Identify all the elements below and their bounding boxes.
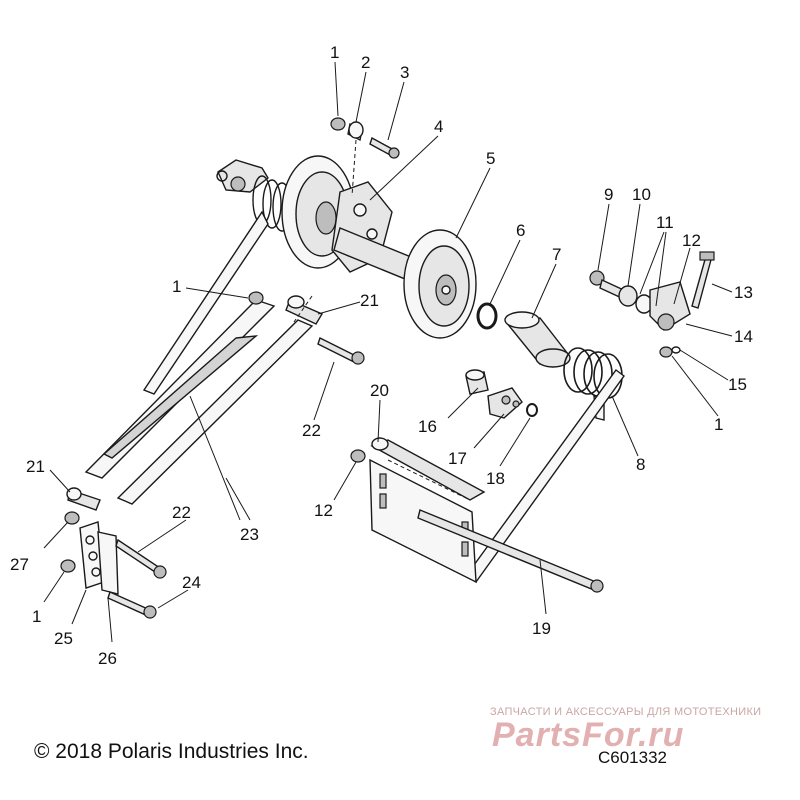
watermark-logo: PartsFor.ru: [492, 716, 685, 754]
callout-2: 2: [361, 53, 370, 72]
axle-wheel-assembly: [216, 155, 477, 339]
callout-7: 7: [552, 245, 561, 264]
callout-14: 14: [734, 327, 753, 346]
watermark-tagline: ЗАПЧАСТИ И АКСЕССУАРЫ ДЛЯ МОТОТЕХНИКИ: [490, 706, 762, 718]
callout-20: 20: [370, 381, 389, 400]
copyright-text: © 2018 Polaris Industries Inc.: [34, 740, 309, 763]
slide-rails: [66, 291, 365, 511]
callout-21b: 21: [26, 457, 45, 476]
center-small-parts: [465, 369, 538, 419]
callout-4: 4: [434, 117, 443, 136]
callout-22b: 22: [172, 503, 191, 522]
callout-18: 18: [486, 469, 505, 488]
left-torsion-arm: [142, 210, 269, 395]
callout-24: 24: [182, 573, 201, 592]
callout-1a: 1: [330, 43, 339, 62]
callout-19: 19: [532, 619, 551, 638]
callout-25: 25: [54, 629, 73, 648]
long-bolt: [417, 509, 604, 593]
center-frame-plate: [350, 437, 486, 584]
callout-6: 6: [516, 221, 525, 240]
callout-12b: 12: [314, 501, 333, 520]
spacer-tube: [504, 311, 571, 368]
callout-labels: 1 2 3 4 5 6 7 9 10 11 12 13 14 15 1 1 21…: [10, 43, 753, 668]
callout-10: 10: [632, 185, 651, 204]
callout-3: 3: [400, 63, 409, 82]
callout-22a: 22: [302, 421, 321, 440]
callout-1b: 1: [714, 415, 723, 434]
diagram-code: C601332: [598, 748, 668, 767]
callout-5: 5: [486, 149, 495, 168]
callout-9: 9: [604, 185, 613, 204]
callout-23: 23: [240, 525, 259, 544]
callout-27: 27: [10, 555, 29, 574]
callout-11: 11: [656, 213, 674, 232]
o-ring: [476, 302, 498, 330]
callout-8: 8: [636, 455, 645, 474]
callout-17: 17: [448, 449, 467, 468]
callout-21a: 21: [360, 291, 379, 310]
callout-13: 13: [734, 283, 753, 302]
callout-12a: 12: [682, 231, 701, 250]
lower-left-links: [60, 511, 167, 619]
callout-15: 15: [728, 375, 747, 394]
callout-1c: 1: [172, 277, 181, 296]
right-side-hardware: [589, 251, 715, 358]
callout-1d: 1: [32, 607, 41, 626]
callout-26: 26: [98, 649, 117, 668]
top-hardware: [330, 117, 400, 197]
leader-lines: [43, 61, 733, 643]
callout-16: 16: [418, 417, 437, 436]
